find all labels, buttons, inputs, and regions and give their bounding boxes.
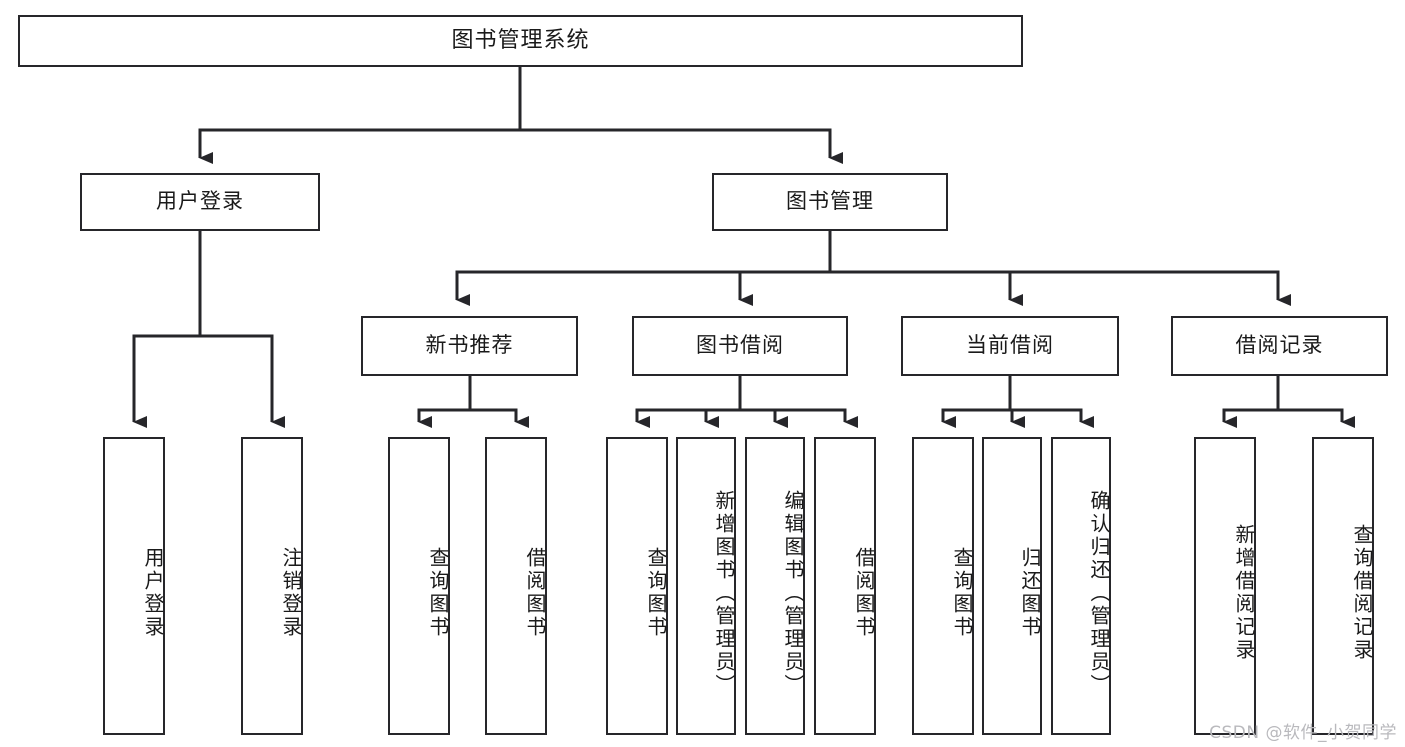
node-label: 借阅记录 [1235,333,1324,358]
node-label: 归还图书 [1018,547,1042,639]
node-new-book-recommend[interactable]: 新书推荐 [361,316,578,376]
node-label: 新增借阅记录 [1232,524,1256,662]
node-label: 借阅图书 [852,547,876,639]
leaf-new-book-borrow-book[interactable]: 借阅图书 [485,437,547,735]
node-label: 新书推荐 [425,333,514,358]
leaf-current-borrow-query-book[interactable]: 查询图书 [912,437,974,735]
node-label: 借阅图书 [523,547,547,639]
node-label: 查询图书 [950,547,974,639]
node-book-management[interactable]: 图书管理 [712,173,948,231]
leaf-new-book-query-book[interactable]: 查询图书 [388,437,450,735]
node-user-login[interactable]: 用户登录 [80,173,320,231]
node-label: 编辑图书（管理员） [781,489,805,697]
node-label: 用户登录 [141,547,165,639]
leaf-current-borrow-return-book[interactable]: 归还图书 [982,437,1042,735]
leaf-book-borrow-edit-book-admin[interactable]: 编辑图书（管理员） [745,437,805,735]
leaf-current-borrow-confirm-return-admin[interactable]: 确认归还（管理员） [1051,437,1111,735]
leaf-borrow-record-add-record[interactable]: 新增借阅记录 [1194,437,1256,735]
node-label: 用户登录 [156,189,244,214]
node-label: 查询图书 [644,547,668,639]
node-current-borrow[interactable]: 当前借阅 [901,316,1119,376]
node-label: 查询借阅记录 [1350,524,1374,662]
leaf-user-login-logout[interactable]: 注销登录 [241,437,303,735]
node-label: 确认归还（管理员） [1087,489,1111,697]
node-label: 新增图书（管理员） [712,489,736,697]
node-label: 图书管理系统 [451,27,590,53]
node-label: 查询图书 [426,547,450,639]
leaf-book-borrow-add-book-admin[interactable]: 新增图书（管理员） [676,437,736,735]
node-borrow-record[interactable]: 借阅记录 [1171,316,1388,376]
watermark-text: CSDN @软件_小贺同学 [1209,723,1397,743]
node-label: 图书借阅 [696,333,784,358]
node-root-book-management-system[interactable]: 图书管理系统 [18,15,1023,67]
node-book-borrow[interactable]: 图书借阅 [632,316,848,376]
leaf-borrow-record-query-record[interactable]: 查询借阅记录 [1312,437,1374,735]
node-label: 当前借阅 [966,333,1054,358]
leaf-book-borrow-query-book[interactable]: 查询图书 [606,437,668,735]
node-label: 图书管理 [786,189,874,214]
leaf-user-login-login[interactable]: 用户登录 [103,437,165,735]
leaf-book-borrow-borrow-book[interactable]: 借阅图书 [814,437,876,735]
node-label: 注销登录 [279,547,303,639]
